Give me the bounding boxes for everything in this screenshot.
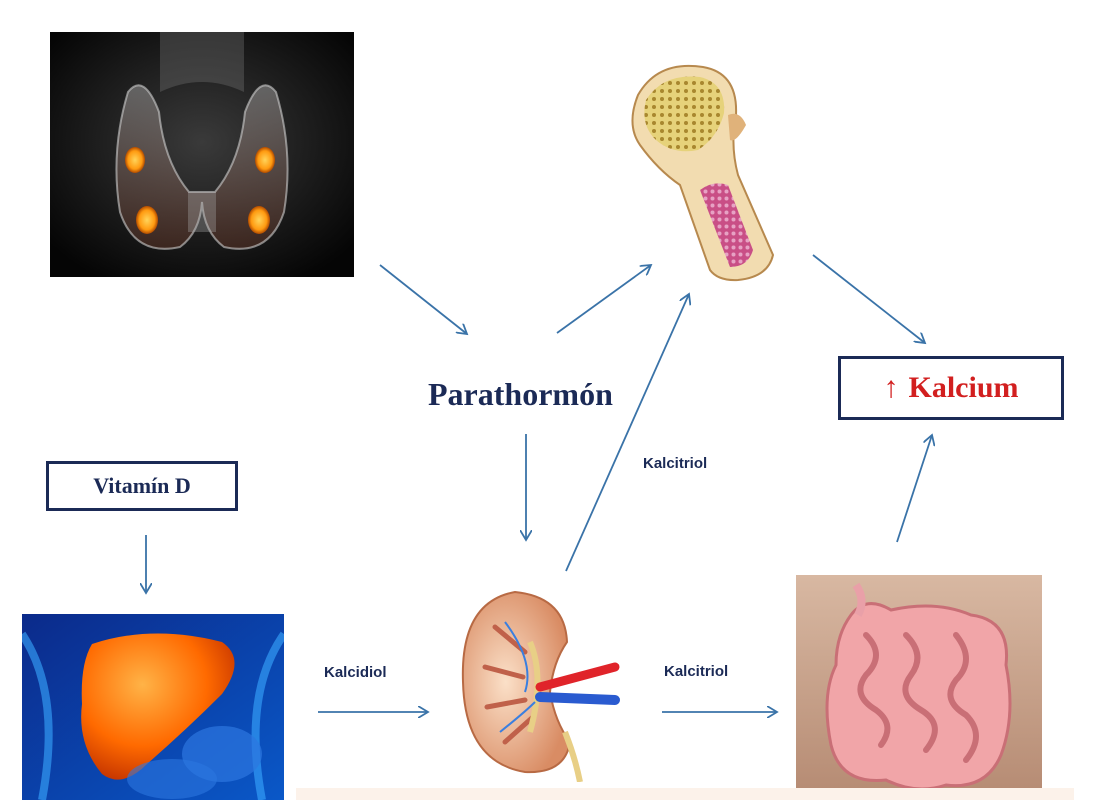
kidney-image bbox=[455, 582, 625, 782]
arrow-intestine-to-kalcium bbox=[896, 435, 932, 543]
parathormon-label: Parathormón bbox=[428, 376, 613, 412]
up-arrow-icon: ↑ bbox=[883, 371, 899, 404]
thyroid-parathyroid-image bbox=[50, 32, 354, 277]
arrow-thyroid-to-parathormon bbox=[379, 264, 467, 334]
bottom-band bbox=[296, 788, 1074, 800]
kalcium-box: ↑ Kalcium bbox=[838, 356, 1064, 420]
kalcidiol-label: Kalcidiol bbox=[324, 664, 387, 681]
arrow-kidney-to-bone bbox=[565, 294, 689, 572]
kalcium-label: Kalcium bbox=[908, 371, 1019, 404]
kalcitriol-intestine-label: Kalcitriol bbox=[664, 663, 729, 680]
vitamin-d-box: Vitamín D bbox=[46, 461, 238, 511]
liver-image bbox=[22, 614, 284, 800]
arrow-bone-to-kalcium bbox=[812, 254, 925, 343]
bone-cross-section-image bbox=[618, 55, 788, 285]
kalcitriol-bone-label: Kalcitriol bbox=[643, 455, 708, 472]
intestine-image bbox=[796, 575, 1042, 800]
vitamin-d-label: Vitamín D bbox=[93, 473, 191, 498]
